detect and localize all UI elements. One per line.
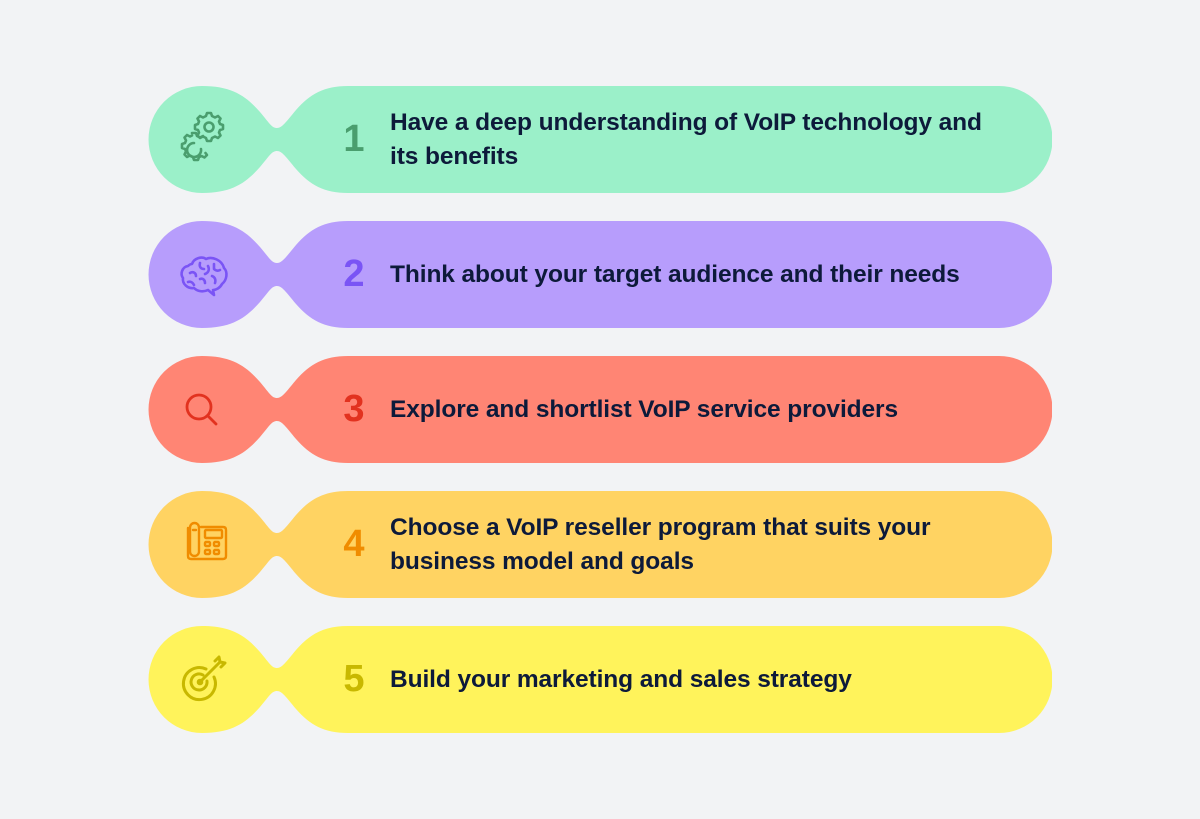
brain-icon bbox=[170, 242, 234, 306]
desk-phone-icon bbox=[170, 512, 234, 576]
step-text: Explore and shortlist VoIP service provi… bbox=[390, 395, 899, 423]
search-icon bbox=[170, 377, 234, 441]
step-row-1: 1 Have a deep understanding of VoIP tech… bbox=[148, 86, 1052, 193]
step-text: Build your marketing and sales strategy bbox=[390, 665, 852, 693]
step-row-4: 4 Choose a VoIP reseller program that su… bbox=[148, 491, 1052, 598]
step-text: Have a deep understanding of VoIP techno… bbox=[390, 108, 982, 170]
target-icon bbox=[170, 647, 234, 711]
step-shape bbox=[148, 86, 1052, 193]
step-text: Think about your target audience and the… bbox=[390, 260, 960, 288]
step-row-2: 2 Think about your target audience and t… bbox=[148, 221, 1052, 328]
gears-icon bbox=[170, 107, 234, 171]
step-shape bbox=[148, 356, 1052, 463]
step-row-5: 5 Build your marketing and sales strateg… bbox=[148, 626, 1052, 733]
step-shape bbox=[148, 221, 1052, 328]
step-number: 4 bbox=[343, 523, 365, 565]
step-shape bbox=[148, 491, 1052, 598]
step-shape bbox=[148, 626, 1052, 733]
step-number: 3 bbox=[343, 388, 365, 430]
step-number: 1 bbox=[343, 118, 365, 160]
step-number: 5 bbox=[343, 658, 365, 700]
step-number: 2 bbox=[343, 253, 365, 295]
step-row-3: 3 Explore and shortlist VoIP service pro… bbox=[148, 356, 1052, 463]
step-text: Choose a VoIP reseller program that suit… bbox=[390, 513, 931, 575]
